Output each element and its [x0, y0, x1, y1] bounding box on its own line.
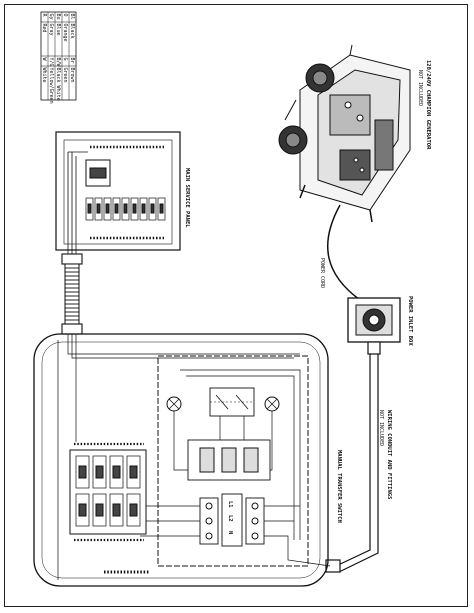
main-service-panel: [55, 131, 181, 262]
transfer-breaker-toggle: [95, 465, 104, 479]
power-inlet-box: [347, 297, 401, 343]
color-legend-name: White: [41, 68, 47, 83]
breaker-toggle: [87, 203, 92, 214]
power-inlet-box-label: POWER INLET BOX: [407, 296, 413, 346]
transfer-breaker-toggle: [78, 503, 87, 517]
transfer-breaker-toggle: [129, 503, 138, 517]
transfer-breaker-toggle: [95, 503, 104, 517]
terminal-n: N: [227, 531, 233, 534]
color-legend-name: Orange: [62, 24, 68, 42]
color-legend-code: W: [41, 58, 47, 62]
color-legend-code: Y/G: [48, 58, 54, 67]
color-legend-code: G: [62, 58, 68, 61]
manual-transfer-switch-label: MANUAL TRANSFER SWITCH: [336, 450, 342, 523]
terminal-l1: L1: [227, 501, 233, 508]
breaker-toggle: [141, 203, 146, 214]
diagram-frame: [4, 4, 468, 607]
color-legend-code: Gy: [48, 14, 54, 20]
color-legend-name: Brown: [69, 68, 75, 83]
color-legend-name: Gray: [48, 24, 54, 36]
color-legend-name: Yellow/Green: [48, 68, 54, 104]
generator-note: NOT INCLUDED: [417, 70, 423, 106]
wiring-conduit: [325, 341, 381, 573]
power-cord: [326, 204, 361, 301]
breaker-toggle: [114, 203, 119, 214]
color-legend-code: R: [41, 14, 47, 18]
breaker-toggle: [159, 203, 164, 214]
transfer-breaker-toggle: [129, 465, 138, 479]
color-legend-name: Blue: [55, 24, 61, 36]
transfer-switch-enclosure: [33, 333, 329, 587]
manual-transfer-switch: [140, 355, 331, 567]
color-legend-code: Br: [69, 58, 75, 64]
color-legend-code: O: [62, 14, 68, 17]
breaker-toggle: [132, 203, 137, 214]
color-legend-name: Black: [69, 24, 75, 39]
main-service-panel-label: MAIN SERVICE PANEL: [184, 168, 190, 228]
conduit-note: NOT INCLUDED: [378, 410, 384, 446]
color-legend-code: Bu: [55, 14, 61, 20]
color-legend-name: Red: [41, 24, 47, 33]
breaker-toggle: [123, 203, 128, 214]
circuit-breaker-bank: [69, 442, 147, 542]
color-legend-code: B/W: [55, 58, 61, 68]
color-legend-code: Bl: [69, 14, 75, 20]
breaker-toggle: [105, 203, 110, 214]
panel-conduit: [61, 253, 83, 335]
breaker-toggle: [96, 203, 101, 214]
transfer-breaker-toggle: [112, 503, 121, 517]
transfer-breaker-toggle: [112, 465, 121, 479]
feed-wires: [57, 334, 300, 580]
color-legend-name: Green: [62, 68, 68, 83]
terminal-l2: L2: [227, 515, 233, 522]
generator-label: 120/240V CHAMPION GENERATOR: [425, 60, 431, 150]
generator-illustration: [278, 44, 411, 223]
transfer-breaker-toggle: [78, 465, 87, 479]
breaker-toggle: [150, 203, 155, 214]
power-cord-label: POWER CORD: [319, 258, 325, 288]
color-legend-name: Black White: [55, 68, 61, 101]
conduit-label: WIRING CONDUIT AND FITTINGS: [386, 410, 392, 499]
